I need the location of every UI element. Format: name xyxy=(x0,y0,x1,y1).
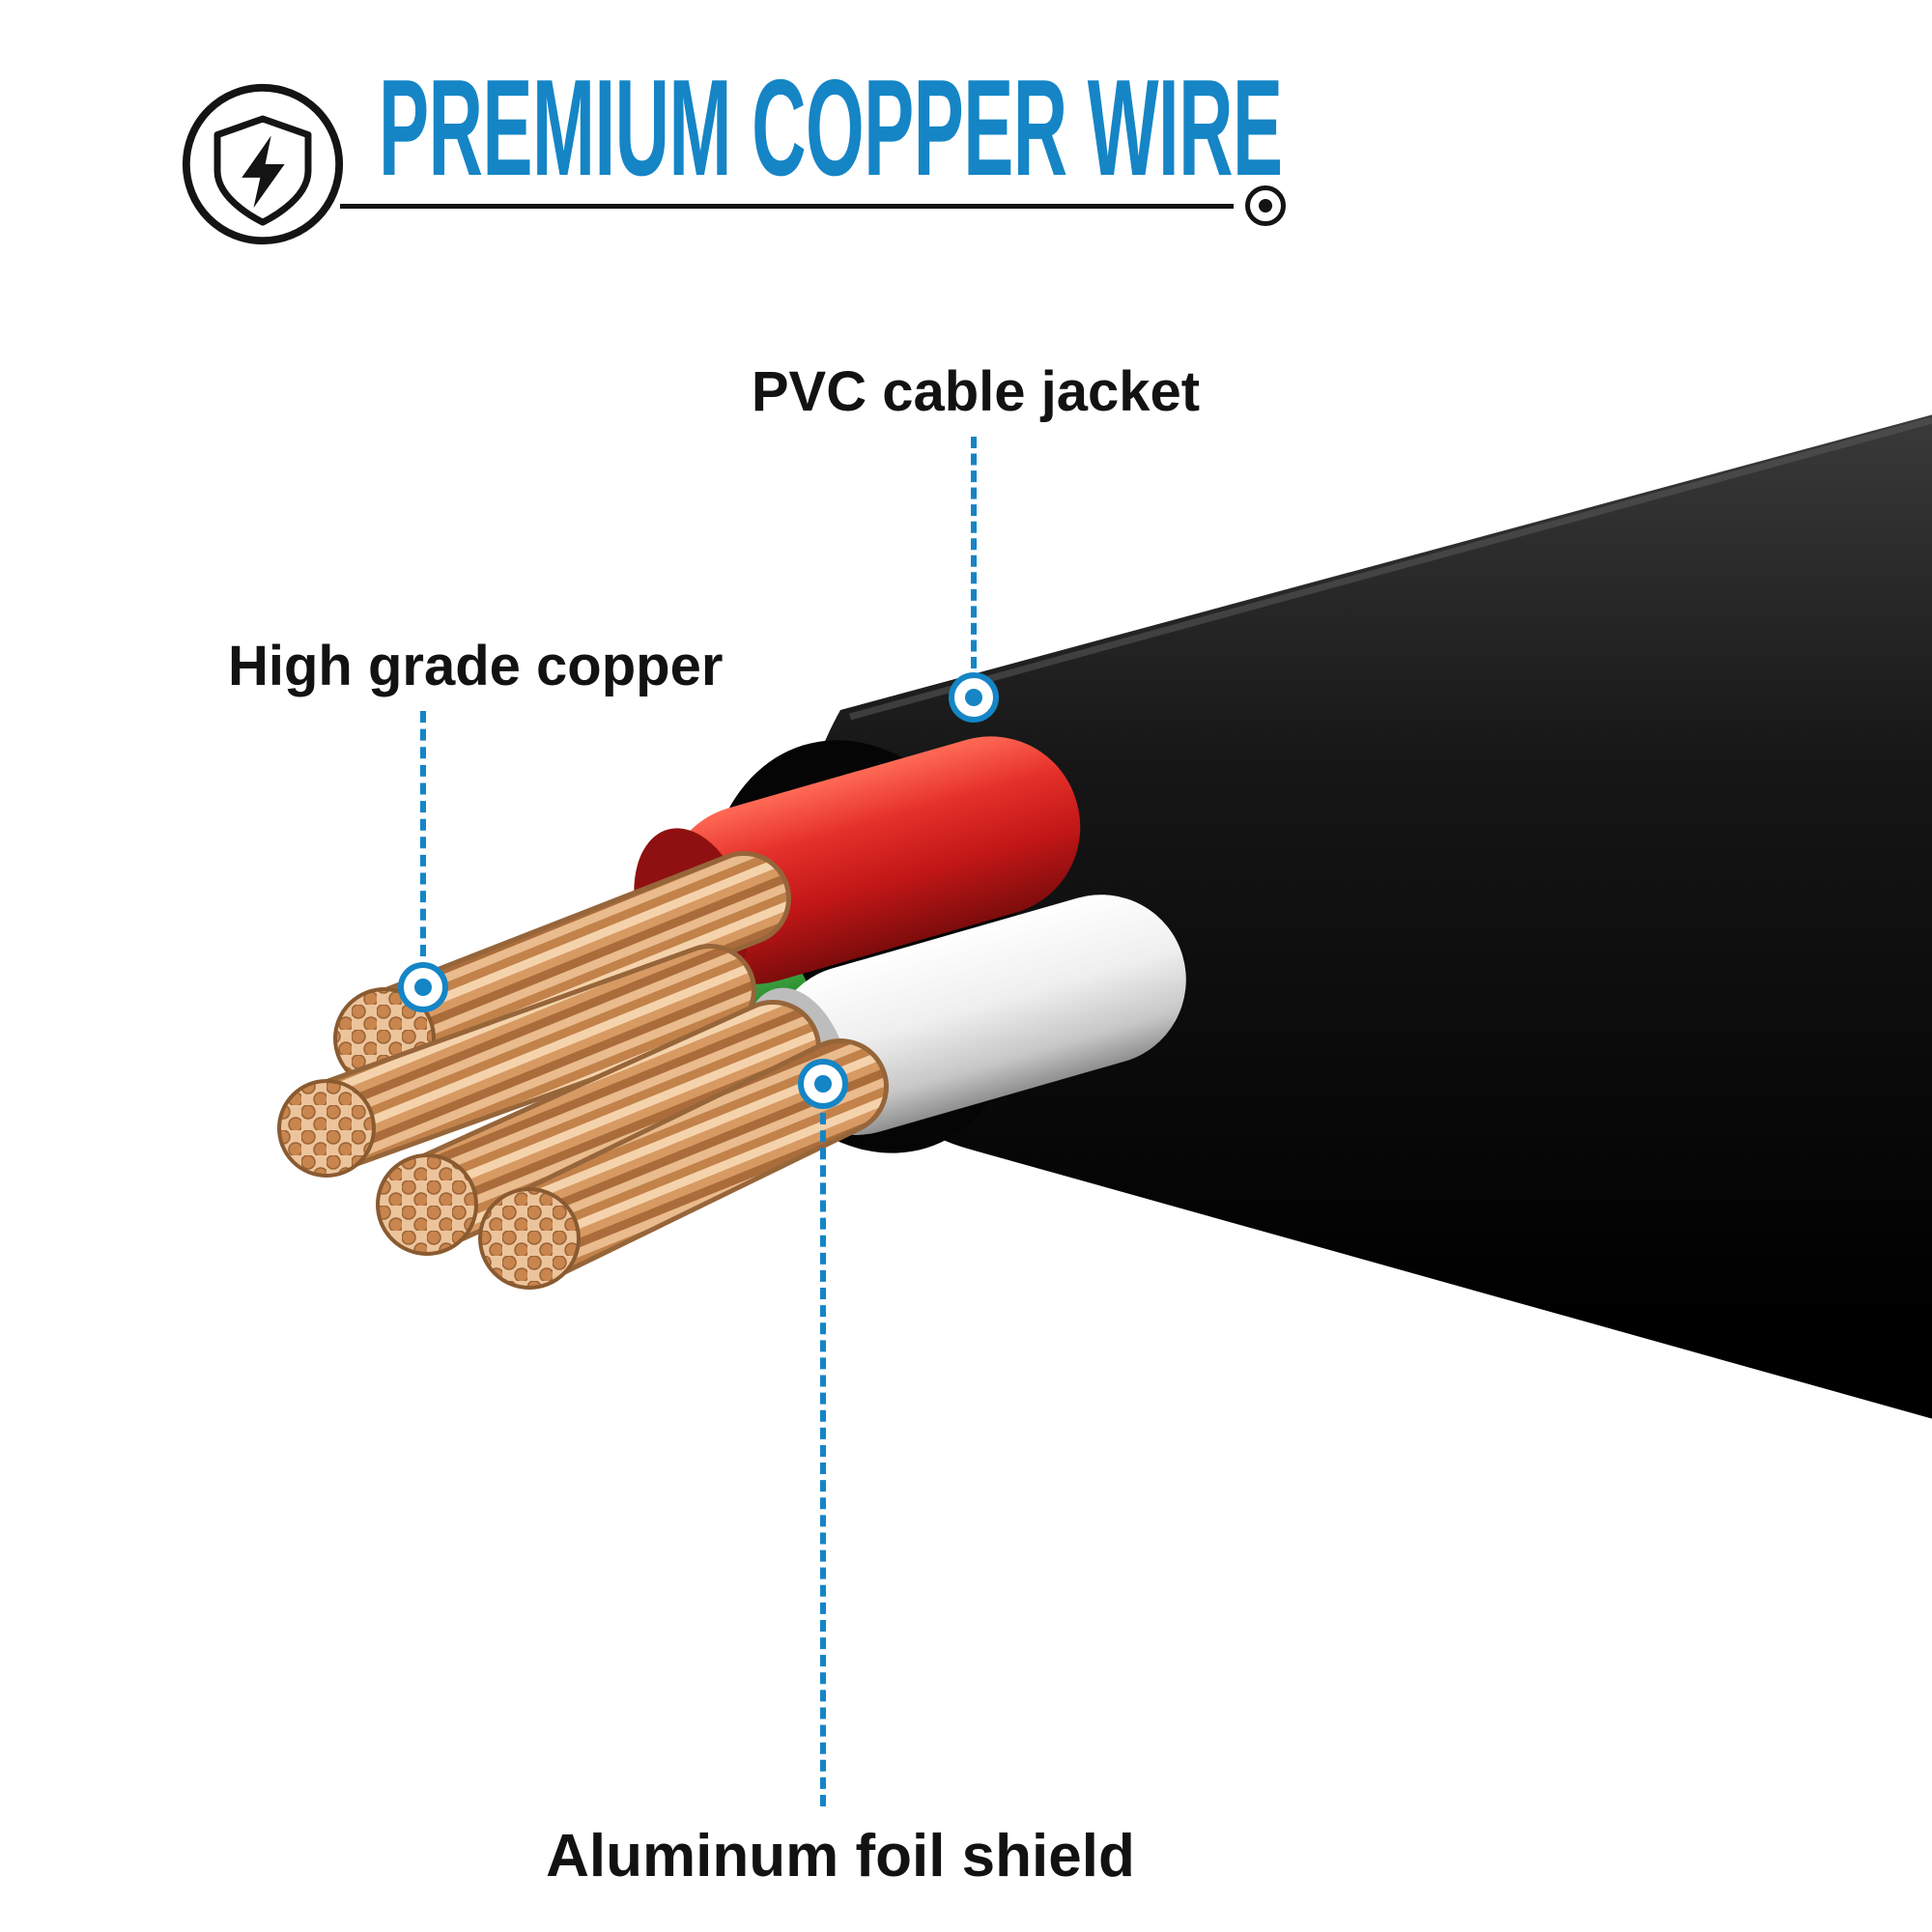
foil-point-marker xyxy=(798,1059,848,1109)
copper-marker-dot xyxy=(414,979,432,996)
line-end-dot xyxy=(1245,185,1286,226)
copper-leader-line xyxy=(420,711,426,956)
copper-bundle-2-cut-face xyxy=(277,1079,376,1178)
pvc-cable-jacket-label: PVC cable jacket xyxy=(751,360,1201,423)
copper-bundle-3-cut-face xyxy=(376,1153,478,1256)
aluminum-foil-shield-label: Aluminum foil shield xyxy=(546,1823,1135,1889)
copper-bundle-4 xyxy=(478,1038,889,1290)
shield-bolt-icon xyxy=(179,80,347,248)
line-end-dot-center xyxy=(1259,199,1272,213)
copper-point-marker xyxy=(398,962,448,1012)
copper-bundle-2 xyxy=(277,944,756,1178)
pvc-point-marker xyxy=(949,672,999,723)
copper-bundle-4-cut-face xyxy=(478,1187,581,1290)
pvc-jacket-highlight xyxy=(849,416,1932,721)
foil-marker-dot xyxy=(814,1075,832,1093)
pvc-leader-line xyxy=(971,437,977,668)
high-grade-copper-label: High grade copper xyxy=(228,635,724,697)
page-title: PREMIUM COPPER WIRE xyxy=(379,51,1283,205)
foil-leader-line xyxy=(820,1113,826,1806)
header-divider-line xyxy=(340,204,1234,209)
copper-bundle-3 xyxy=(376,1000,821,1256)
pvc-jacket xyxy=(794,414,1932,1419)
pvc-marker-dot xyxy=(965,689,982,706)
